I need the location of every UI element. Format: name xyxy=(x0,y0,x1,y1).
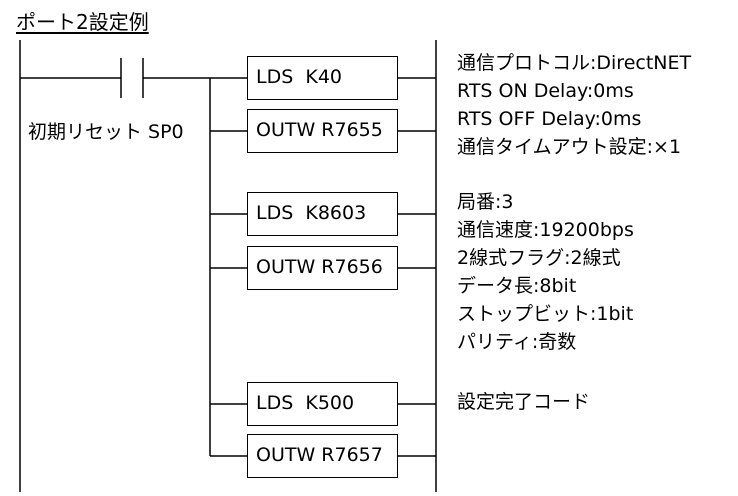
note-line: 通信プロトコル:DirectNET xyxy=(457,52,692,74)
note-line: 設定完了コード xyxy=(457,391,591,413)
note-line: 局番:3 xyxy=(457,191,514,213)
instruction-box-lds-k40: LDS K40 xyxy=(247,56,398,100)
note-line: 通信タイムアウト設定:×1 xyxy=(457,136,682,158)
instruction-box-outw-r7655: OUTW R7655 xyxy=(247,109,398,153)
note-line: 通信速度:19200bps xyxy=(457,219,634,241)
instruction-box-lds-k500: LDS K500 xyxy=(247,382,398,426)
instruction-box-outw-r7656: OUTW R7656 xyxy=(247,246,398,290)
contact-label-sp0: 初期リセット SP0 xyxy=(28,121,184,143)
note-line: ストップビット:1bit xyxy=(457,303,634,325)
note-line: RTS OFF Delay:0ms xyxy=(457,108,642,130)
note-line: データ長:8bit xyxy=(457,275,577,297)
note-group-completion: 設定完了コード xyxy=(457,388,590,416)
instruction-box-outw-r7657: OUTW R7657 xyxy=(247,434,398,478)
note-line: 2線式フラグ:2線式 xyxy=(457,247,621,269)
note-group-protocol: 通信プロトコル:DirectNET RTS ON Delay:0ms RTS O… xyxy=(457,49,691,161)
diagram-title: ポート2設定例 xyxy=(16,10,149,34)
note-group-communication: 局番:3 通信速度:19200bps 2線式フラグ:2線式 データ長:8bit … xyxy=(457,188,634,356)
note-line: パリティ:奇数 xyxy=(457,331,577,353)
note-line: RTS ON Delay:0ms xyxy=(457,80,634,102)
instruction-box-lds-k8603: LDS K8603 xyxy=(247,192,398,236)
